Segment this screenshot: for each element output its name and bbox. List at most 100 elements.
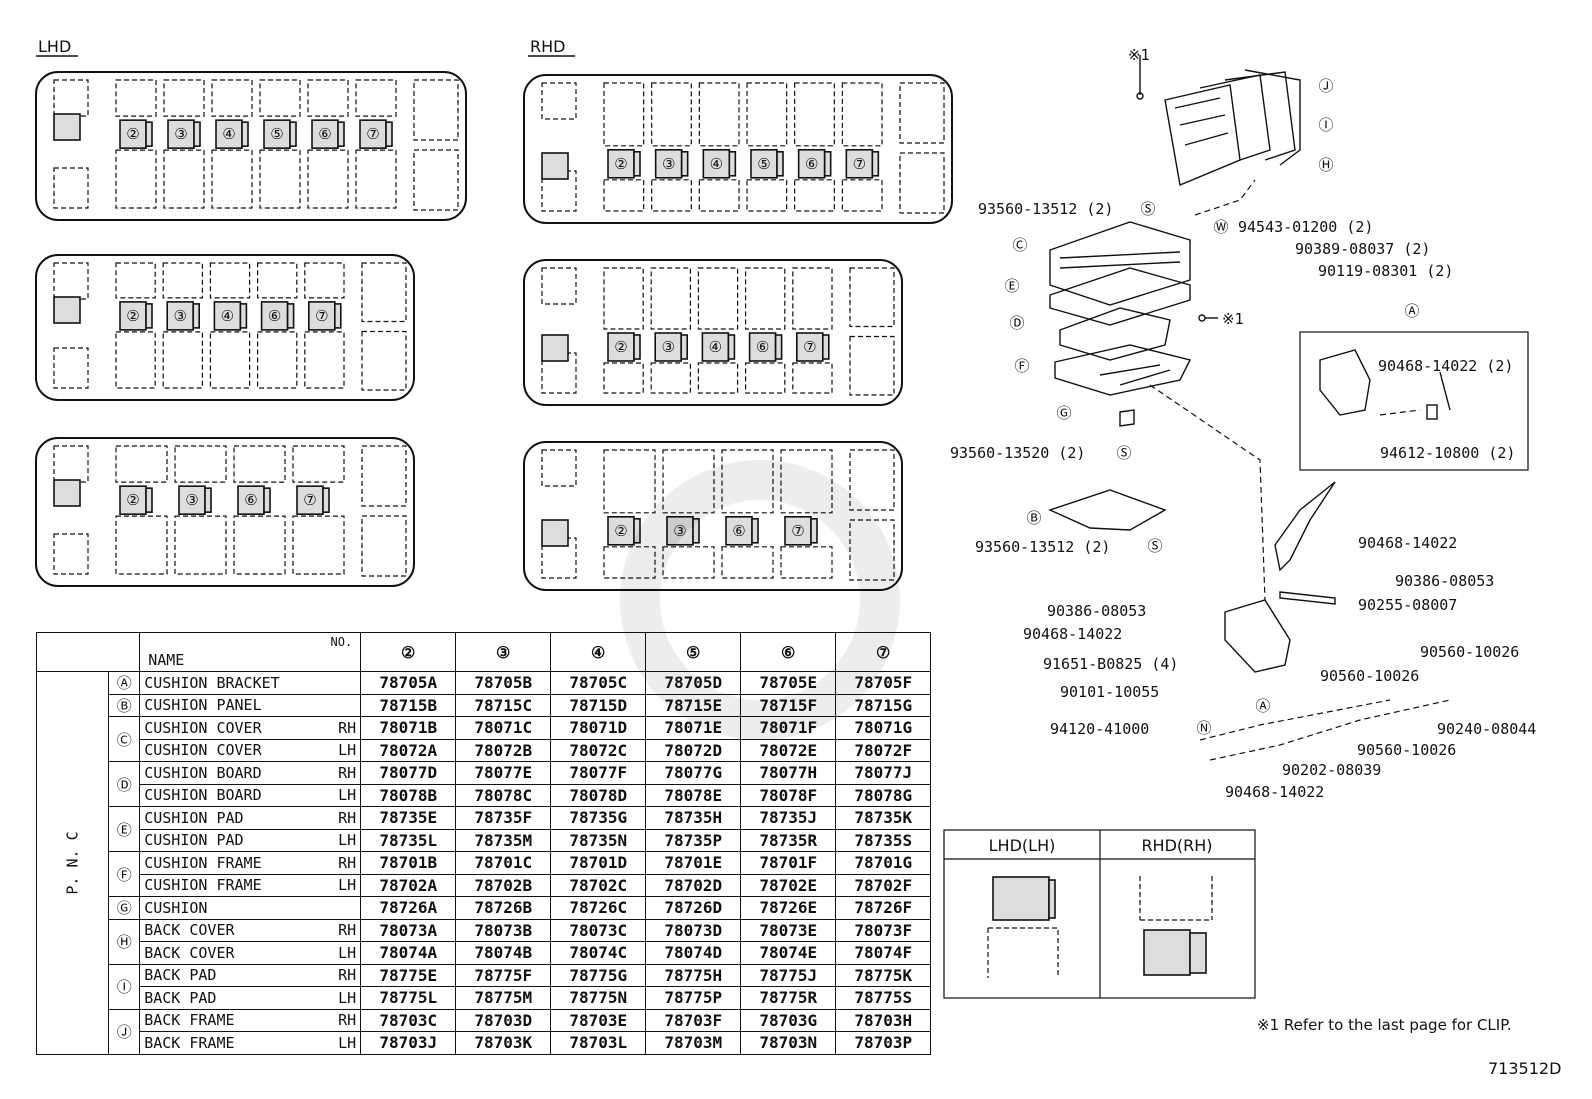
- col-5: ⑤: [645, 632, 742, 672]
- seat-number-label: ②: [126, 307, 139, 325]
- legend-lhd-label: LHD(LH): [989, 836, 1056, 855]
- part-number-cell: 78715D: [550, 693, 647, 717]
- part-number-cell: 78703J: [360, 1031, 457, 1055]
- part-90560-10026-c: 90560-10026: [1357, 741, 1456, 759]
- part-90386-08053-left: 90386-08053: [1047, 602, 1146, 620]
- part-name: CUSHION PANEL: [139, 693, 329, 717]
- part-number-cell: 78726B: [455, 896, 552, 920]
- seat-back-assembly: ※1: [1128, 46, 1301, 186]
- part-name: CUSHION COVER: [139, 716, 329, 740]
- seat-position-marker: [702, 149, 731, 179]
- seat-position-marker: [167, 119, 195, 149]
- part-number-cell: 78703P: [835, 1031, 932, 1055]
- part-number-cell: 78077F: [550, 761, 647, 785]
- part-90468-14022-bottom: 90468-14022: [1225, 783, 1324, 801]
- part-number-cell: 78705F: [835, 671, 932, 695]
- seat-number-label: ③: [673, 522, 686, 540]
- part-number-cell: 78701G: [835, 851, 932, 875]
- part-number-cell: 78077E: [455, 761, 552, 785]
- callout-S-top: Ⓢ: [1140, 200, 1155, 218]
- seat-number-label: ⑦: [803, 338, 816, 356]
- legend-rhd-label: RHD(RH): [1141, 836, 1212, 855]
- part-side: [328, 693, 362, 717]
- seat-position-marker: [119, 301, 147, 331]
- col-7: ⑦: [835, 632, 932, 672]
- part-name: BACK PAD: [139, 963, 329, 987]
- part-number-cell: 78735S: [835, 828, 932, 852]
- part-90560-10026-a: 90560-10026: [1420, 643, 1519, 661]
- part-94120-41000: 94120-41000: [1050, 720, 1149, 738]
- part-number-cell: 78735J: [740, 806, 837, 830]
- seat-position-marker: [748, 332, 777, 362]
- part-side: LH: [328, 873, 362, 897]
- seat-number-label: ⑥: [805, 155, 818, 173]
- callout-A-detail: Ⓐ: [1404, 302, 1419, 320]
- callout-E: Ⓔ: [1004, 277, 1019, 295]
- part-name: BACK COVER: [139, 918, 329, 942]
- part-name: CUSHION PAD: [139, 806, 329, 830]
- seat-number-label: ⑤: [757, 155, 770, 173]
- seat-number-label: ②: [614, 338, 627, 356]
- part-number-cell: 78735H: [645, 806, 742, 830]
- part-number-cell: 78074F: [835, 941, 932, 965]
- part-number-cell: 78074B: [455, 941, 552, 965]
- part-side: LH: [328, 941, 362, 965]
- part-number-cell: 78077G: [645, 761, 742, 785]
- part-number-cell: 78735E: [360, 806, 457, 830]
- part-number-cell: 78775M: [455, 986, 552, 1010]
- seat-position-marker: [119, 119, 147, 149]
- seat-number-label: ②: [614, 155, 627, 173]
- part-number-cell: 78072A: [360, 738, 457, 762]
- part-number-cell: 78701E: [645, 851, 742, 875]
- part-side: [328, 896, 362, 920]
- part-number-cell: 78703N: [740, 1031, 837, 1055]
- part-number-cell: 78074C: [550, 941, 647, 965]
- part-number-cell: 78726A: [360, 896, 457, 920]
- part-number-cell: 78735R: [740, 828, 837, 852]
- part-number-cell: 78073A: [360, 918, 457, 942]
- part-number-cell: 78074A: [360, 941, 457, 965]
- part-number-cell: 78078D: [550, 783, 647, 807]
- part-number-cell: 78715E: [645, 693, 742, 717]
- clip-ref-mid: ※1: [1222, 310, 1244, 328]
- seat-number-label: ⑦: [315, 307, 328, 325]
- part-number-cell: 78071G: [835, 716, 932, 740]
- part-number-cell: 78702A: [360, 873, 457, 897]
- part-number-cell: 78703M: [645, 1031, 742, 1055]
- part-name: BACK COVER: [139, 941, 329, 965]
- part-number-cell: 78775R: [740, 986, 837, 1010]
- part-94543-01200: 94543-01200 (2): [1238, 218, 1373, 236]
- part-91651-B0825: 91651-B0825 (4): [1043, 655, 1178, 673]
- part-side: RH: [328, 761, 362, 785]
- part-93560-13512-top: 93560-13512 (2): [978, 200, 1113, 218]
- seat-number-label: ④: [222, 125, 235, 143]
- seat-number-label: ③: [174, 125, 187, 143]
- part-90560-10026-b: 90560-10026: [1320, 667, 1419, 685]
- part-number-cell: 78078C: [455, 783, 552, 807]
- seat-position-marker: [119, 485, 147, 515]
- part-number-cell: 78703H: [835, 1008, 932, 1032]
- part-number-cell: 78775G: [550, 963, 647, 987]
- part-number-cell: 78074D: [645, 941, 742, 965]
- seat-position-marker: [166, 301, 194, 331]
- callouts: Ⓙ Ⓘ Ⓗ Ⓢ Ⓦ Ⓒ Ⓔ Ⓓ Ⓕ Ⓖ Ⓢ Ⓑ Ⓢ Ⓐ Ⓐ Ⓝ: [1004, 77, 1419, 737]
- seat-position-marker: [725, 515, 753, 546]
- part-number-cell: 78703E: [550, 1008, 647, 1032]
- part-labels: 93560-13512 (2) 94543-01200 (2) 90389-08…: [950, 200, 1536, 801]
- part-90202-08039: 90202-08039: [1282, 761, 1381, 779]
- part-number-cell: 78735K: [835, 806, 932, 830]
- part-number-cell: 78715G: [835, 693, 932, 717]
- part-number-cell: 78072E: [740, 738, 837, 762]
- part-number-cell: 78701D: [550, 851, 647, 875]
- part-number-cell: 78775L: [360, 986, 457, 1010]
